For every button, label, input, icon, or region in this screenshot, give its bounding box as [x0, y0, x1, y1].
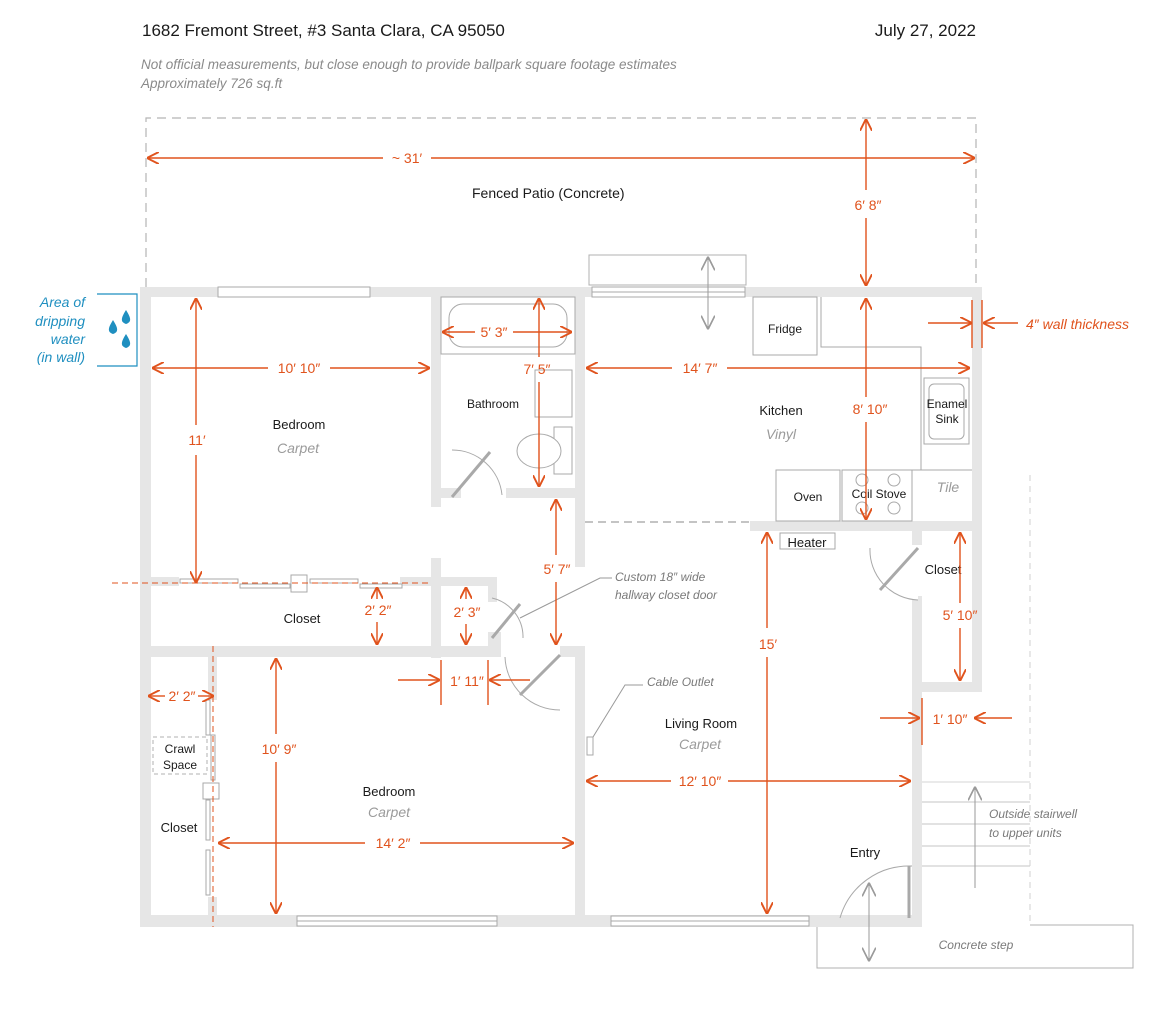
- sliding-door-track: [588, 254, 747, 286]
- heater-label: Heater: [787, 535, 827, 550]
- cable-outlet-leader: [592, 684, 643, 738]
- water-drop-icon: [108, 310, 131, 348]
- oven-label: Oven: [794, 490, 823, 504]
- water-callout-line1: Area of: [39, 294, 87, 310]
- sink-label-line2: Sink: [935, 412, 959, 426]
- water-callout-line2: dripping: [35, 313, 85, 329]
- hall-closet-label: Closet: [284, 611, 321, 626]
- cable-outlet: [586, 736, 594, 756]
- windows: [217, 286, 810, 927]
- dimension-lines: [112, 120, 1018, 927]
- dim-closet-depth: 2′ 2″: [364, 602, 391, 618]
- stairwell: [922, 475, 1031, 925]
- bedroom2-closet-label: Closet: [161, 820, 198, 835]
- stairwell-callout-line1: Outside stairwell: [989, 807, 1077, 821]
- patio-label: Fenced Patio (Concrete): [472, 185, 625, 201]
- bedroom2-label: Bedroom: [363, 784, 416, 799]
- dim-entry-closet-width: 1′ 10″: [933, 711, 968, 727]
- entry-label: Entry: [850, 845, 881, 860]
- water-area-box: [97, 293, 138, 367]
- dim-bath-depth: 7′ 5″: [523, 361, 550, 377]
- dim-bedroom1-width: 10′ 10″: [278, 360, 321, 376]
- bathroom-fixtures: [440, 296, 576, 475]
- date-label: July 27, 2022: [875, 21, 976, 40]
- dim-patio-width: ~ 31′: [392, 150, 423, 166]
- crawl-space: [152, 736, 208, 775]
- dim-living-depth: 15′: [759, 636, 778, 652]
- dim-kitchen-width: 14′ 7″: [683, 360, 718, 376]
- bedroom1-label: Bedroom: [273, 417, 326, 432]
- dim-bedroom2-width: 14′ 2″: [376, 835, 411, 851]
- bedroom2-floor: Carpet: [368, 804, 411, 820]
- disclaimer-note: Not official measurements, but close eno…: [141, 57, 677, 72]
- stairwell-callout-line2: to upper units: [989, 826, 1062, 840]
- bedroom1-floor: Carpet: [277, 440, 320, 456]
- fridge-label: Fridge: [768, 322, 802, 336]
- address-title: 1682 Fremont Street, #3 Santa Clara, CA …: [142, 21, 505, 40]
- dim-living-width: 12′ 10″: [679, 773, 722, 789]
- cable-outlet-callout: Cable Outlet: [647, 675, 714, 689]
- hall-door-callout-line1: Custom 18″ wide: [615, 570, 706, 584]
- dim-hall-width: 1′ 11″: [450, 673, 484, 689]
- heater: [779, 532, 836, 550]
- tile-floor: Tile: [937, 479, 960, 495]
- living-room-floor: Carpet: [679, 736, 722, 752]
- entry-closet-label: Closet: [925, 562, 962, 577]
- water-callout-line4: (in wall): [37, 349, 85, 365]
- sink: [923, 377, 970, 445]
- hall-door-callout-line2: hallway closet door: [615, 588, 718, 602]
- dim-kitchen-depth: 8′ 10″: [853, 401, 888, 417]
- water-callout-line3: water: [51, 331, 87, 347]
- oven: [775, 469, 841, 522]
- dim-bedroom2-depth: 10′ 9″: [262, 741, 297, 757]
- crawl-space-label-line1: Crawl: [165, 742, 196, 756]
- hall-door-leader: [519, 577, 612, 619]
- dim-tub-width: 5′ 3″: [480, 324, 507, 340]
- fridge: [752, 296, 818, 356]
- living-room-label: Living Room: [665, 716, 737, 731]
- dim-hall-closet-depth: 2′ 3″: [453, 604, 480, 620]
- patio-fence-outline: [145, 117, 977, 287]
- dim-bedroom1-depth: 11′: [188, 432, 206, 448]
- kitchen-label: Kitchen: [759, 403, 802, 418]
- concrete-step-label: Concrete step: [939, 938, 1014, 952]
- dim-entry-closet-depth: 5′ 10″: [943, 607, 978, 623]
- sink-label-line1: Enamel: [927, 397, 968, 411]
- concrete-step: [816, 924, 1134, 969]
- dim-bed2-closet-width: 2′ 2″: [168, 688, 195, 704]
- stove: [841, 469, 913, 522]
- dim-hall-length: 5′ 7″: [543, 561, 570, 577]
- dim-patio-depth: 6′ 8″: [854, 197, 881, 213]
- bathroom-label: Bathroom: [467, 397, 519, 411]
- kitchen-fixtures: Fridge Enamel Sink Oven Coil Stove Heate…: [752, 296, 972, 550]
- stove-label: Coil Stove: [852, 487, 907, 501]
- crawl-space-label-line2: Space: [163, 758, 197, 772]
- kitchen-floor: Vinyl: [766, 426, 797, 442]
- square-footage-note: Approximately 726 sq.ft: [140, 76, 283, 91]
- dim-wall-thickness: 4″ wall thickness: [1026, 316, 1129, 332]
